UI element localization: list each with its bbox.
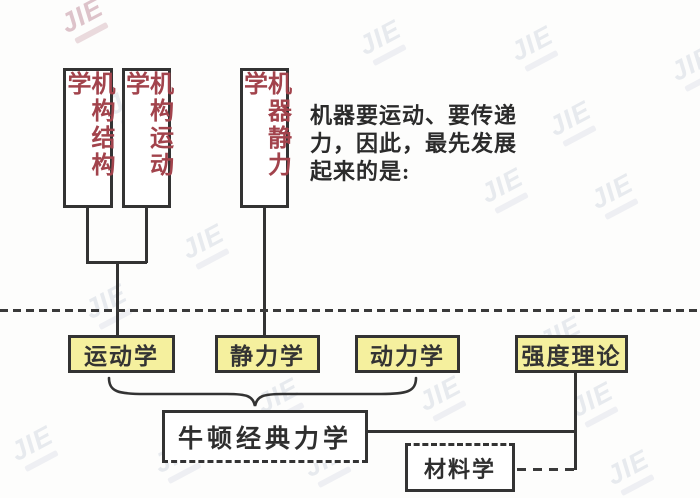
node-mechanism-kinematics: 机构运动学 bbox=[122, 68, 172, 208]
connector-newton-right bbox=[368, 430, 576, 433]
jie-watermark: JIE bbox=[56, 0, 112, 46]
divider-dashed-line bbox=[0, 309, 700, 312]
connector-merged-down bbox=[116, 261, 119, 336]
node-statics: 静力学 bbox=[215, 335, 320, 373]
caption-line-1: 机器要运动、要传递 bbox=[310, 103, 518, 128]
node-materials-science: 材料学 bbox=[405, 443, 515, 492]
caption-line-3: 起来的是: bbox=[310, 159, 411, 184]
jie-watermark: JIE bbox=[586, 168, 642, 222]
connector-structure-down bbox=[86, 206, 89, 263]
jie-watermark: JIE bbox=[6, 420, 62, 474]
connector-strength-down bbox=[574, 373, 577, 470]
jie-watermark: JIE bbox=[177, 218, 233, 272]
jie-watermark: JIE bbox=[414, 370, 470, 424]
jie-watermark: JIE bbox=[666, 40, 700, 94]
caption-line-2: 力，因此，最先发展 bbox=[310, 131, 518, 156]
node-strength-theory: 强度理论 bbox=[515, 335, 628, 373]
node-dynamics: 动力学 bbox=[355, 335, 460, 373]
jie-watermark: JIE bbox=[80, 278, 136, 332]
node-mechanism-structure: 机构结构学 bbox=[63, 68, 113, 208]
node-newtonian-mechanics: 牛顿经典力学 bbox=[162, 410, 368, 463]
connector-statics-down bbox=[263, 206, 266, 336]
connector-materials-dashed bbox=[517, 468, 575, 471]
node-kinematics: 运动学 bbox=[68, 335, 175, 373]
node-machine-statics: 机器静力学 bbox=[240, 68, 290, 208]
connector-kinematics-down bbox=[145, 206, 148, 263]
jie-watermark: JIE bbox=[602, 444, 658, 498]
caption-text: 机器要运动、要传递 力，因此，最先发展 起来的是: bbox=[310, 102, 570, 186]
jie-watermark: JIE bbox=[506, 20, 562, 74]
curly-brace-icon bbox=[107, 376, 418, 407]
jie-watermark: JIE bbox=[354, 14, 410, 68]
